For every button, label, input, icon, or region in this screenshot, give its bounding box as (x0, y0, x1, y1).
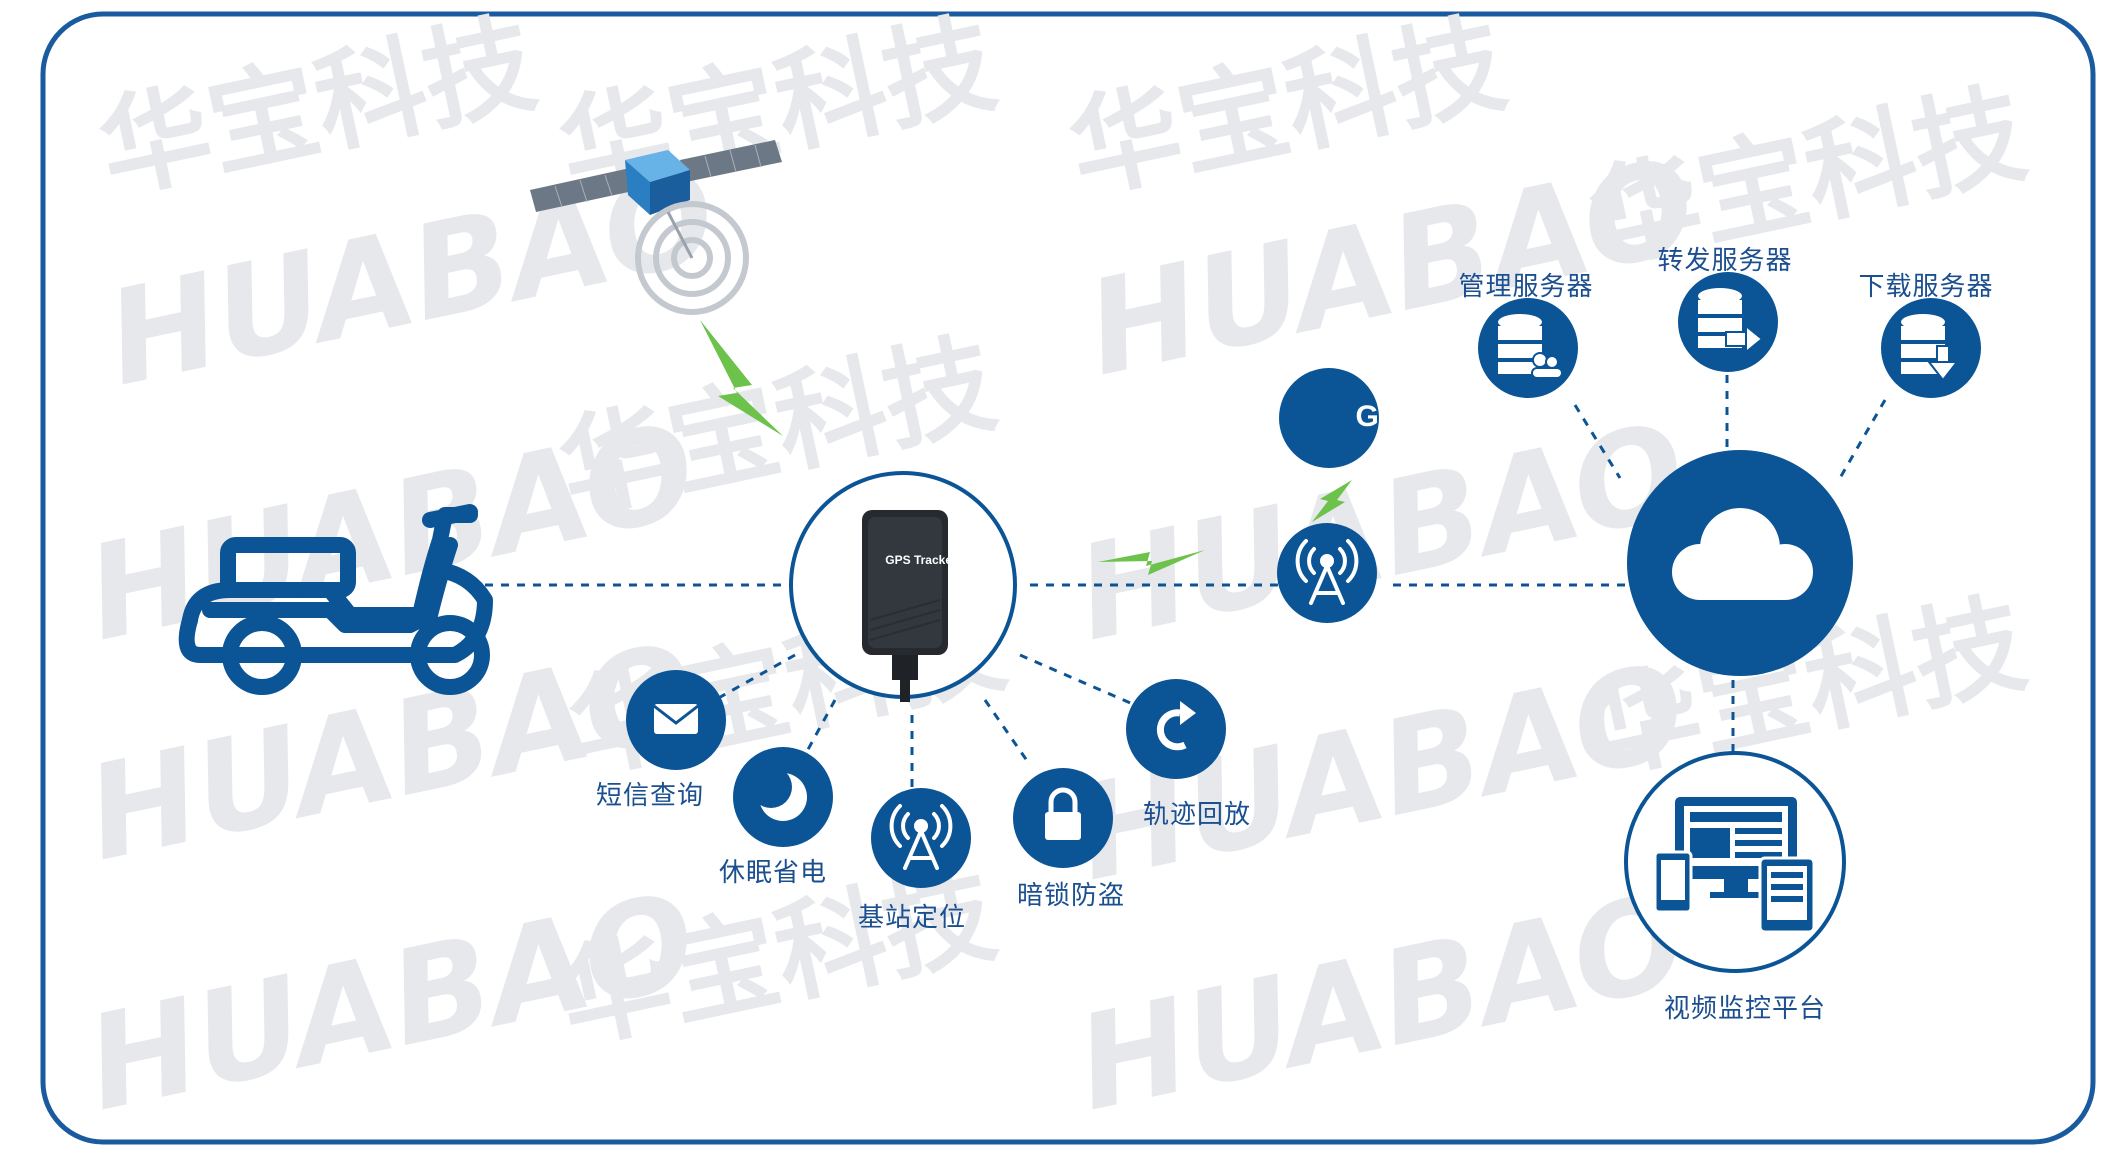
gprs-label: GPRS (1355, 400, 1441, 433)
gps-tracker-device (862, 510, 948, 702)
moon-icon (750, 766, 807, 821)
cell-tower-icon (1295, 539, 1359, 605)
lock-icon (1045, 787, 1081, 840)
feature-label-sleep-mode: 休眠省电 (718, 858, 828, 888)
server-forwarding (1678, 272, 1778, 372)
feature-label-track-replay: 轨迹回放 (1142, 800, 1252, 830)
database-users-icon (1498, 314, 1563, 379)
feature-sms-query (626, 670, 726, 770)
platform-label: 视频监控平台 (1663, 994, 1827, 1024)
video-monitoring-platform (1624, 751, 1846, 973)
signal-bolt-icon (1312, 480, 1352, 522)
feature-cell-positioning (871, 788, 971, 888)
cell-tower-icon (889, 804, 953, 870)
server-management (1478, 298, 1578, 398)
server-label-download: 下载服务器 (1858, 272, 1994, 302)
diagram-border (40, 11, 2096, 1145)
server-label-forwarding: 转发服务器 (1657, 246, 1793, 276)
cloud-platform (1627, 450, 1853, 676)
multi-device-icon (1653, 797, 1816, 934)
server-download (1881, 298, 1981, 398)
feature-sleep-mode (733, 747, 833, 847)
database-download-icon (1901, 314, 1960, 382)
feature-label-sms-query: 短信查询 (595, 781, 705, 811)
satellite-icon (530, 140, 782, 315)
feature-anti-theft-lock (1013, 768, 1113, 868)
base-station-node (1277, 523, 1377, 623)
envelope-icon (653, 704, 699, 734)
replay-arrow-icon (1156, 701, 1196, 751)
database-forward-icon (1698, 288, 1764, 355)
feature-track-replay (1126, 679, 1226, 779)
device-model-label: GPS Tracker (885, 553, 957, 567)
feature-label-cell-positioning: 基站定位 (857, 903, 967, 933)
scooter-icon (178, 504, 493, 695)
signal-bolt-icon (1098, 550, 1205, 575)
connector-lines (485, 375, 1887, 795)
server-label-management: 管理服务器 (1458, 272, 1594, 302)
cloud-icon (1672, 508, 1813, 600)
signal-bolt-icon (700, 320, 783, 436)
gprs-node (1279, 368, 1379, 468)
feature-label-anti-theft: 暗锁防盗 (1016, 881, 1126, 911)
